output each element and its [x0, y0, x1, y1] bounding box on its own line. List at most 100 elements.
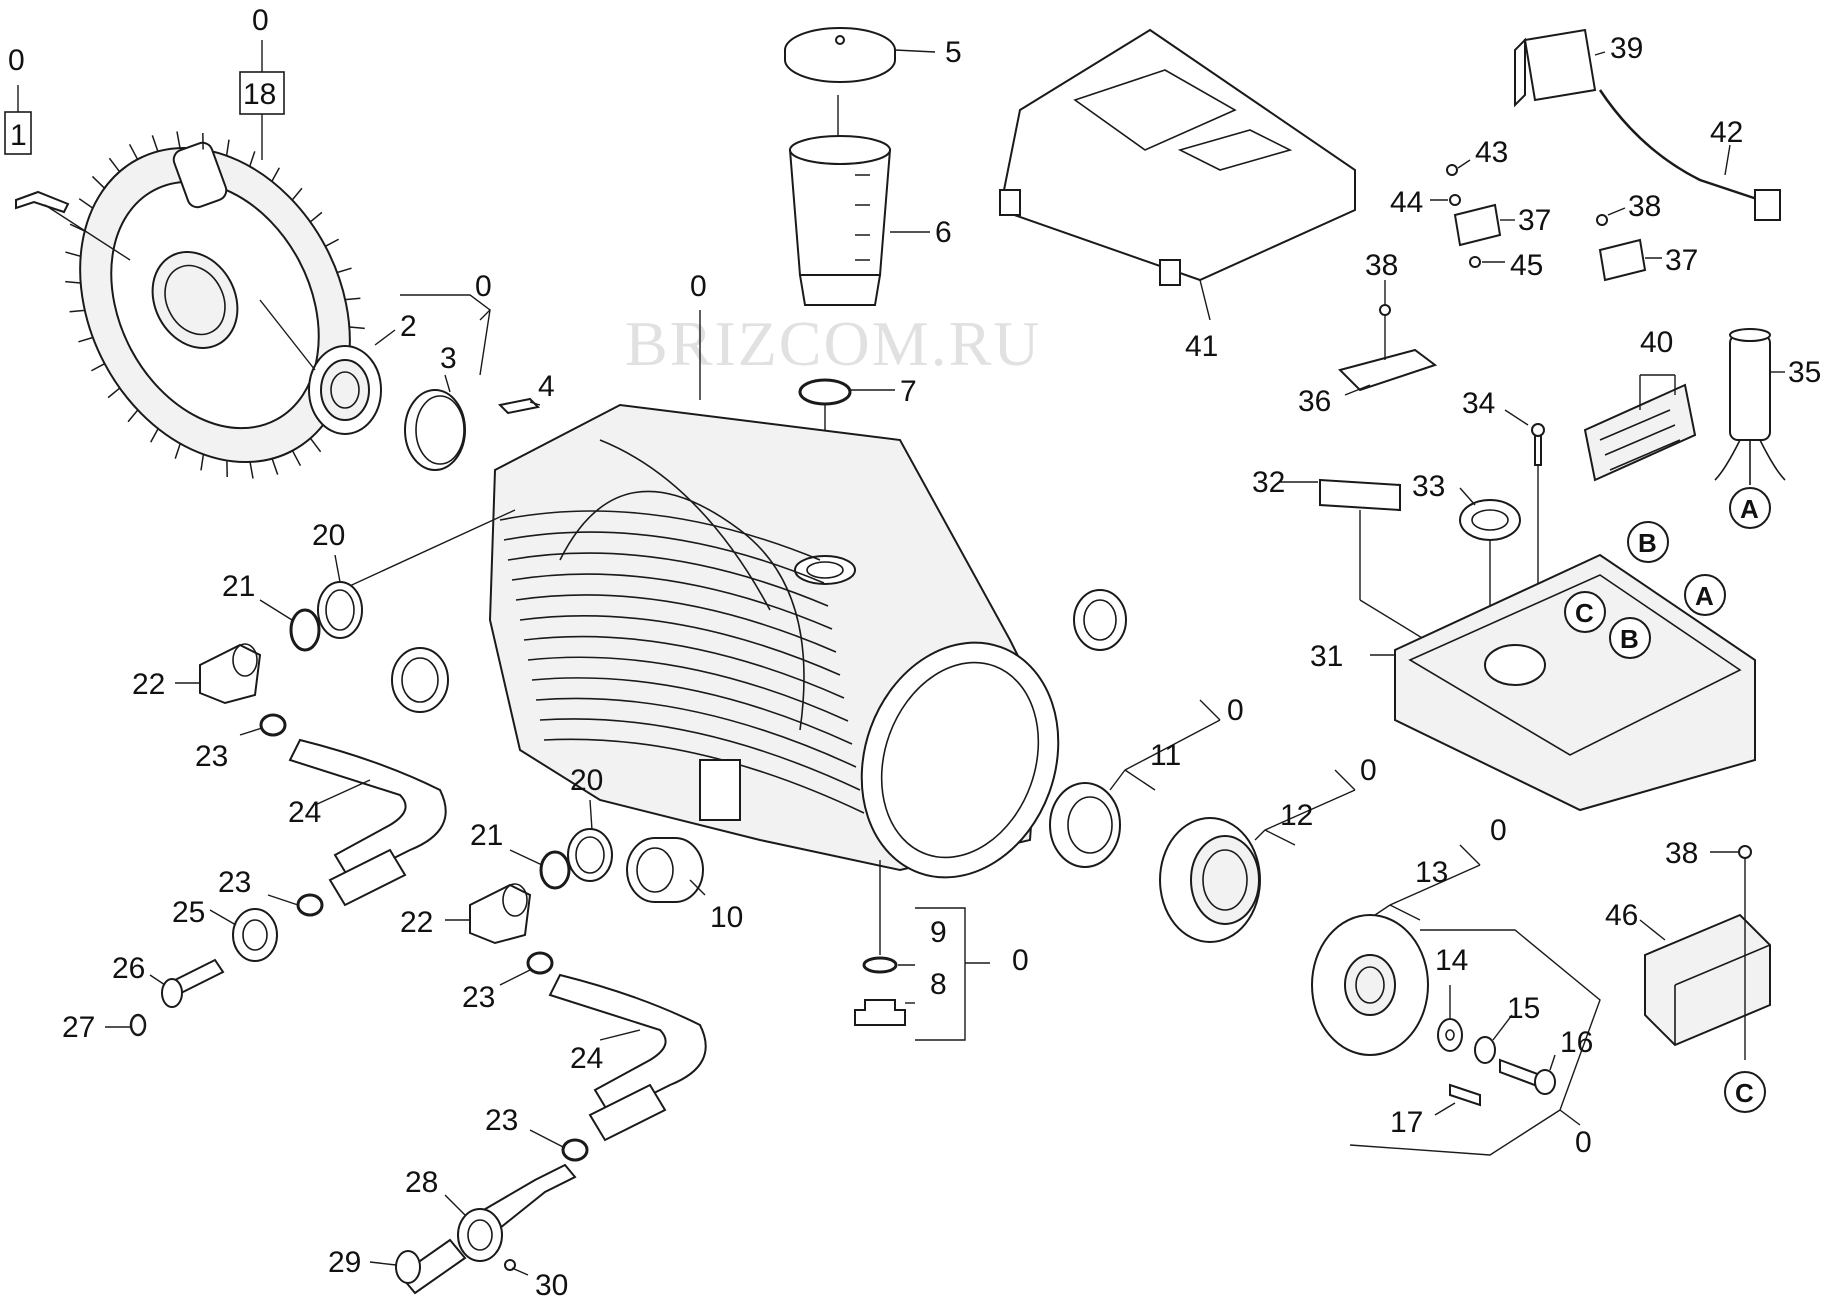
valve-insert-right	[1073, 589, 1127, 651]
callout-12: 12	[1280, 799, 1313, 832]
part-22-elbow-upper	[175, 643, 262, 705]
svg-text:B: B	[1638, 528, 1657, 558]
callout-38-c: 38	[1665, 837, 1698, 870]
part-37-clamp-b	[1598, 238, 1662, 282]
callout-5: 5	[945, 36, 962, 69]
callout-26: 26	[112, 952, 145, 985]
connector-a-box: A	[1684, 574, 1726, 616]
callout-16: 16	[1560, 1026, 1593, 1059]
part-33-grommet	[1459, 487, 1521, 630]
callout-22-upper: 22	[132, 668, 165, 701]
part-37-clamp-a	[1453, 203, 1515, 247]
callout-0-housing: 0	[690, 270, 707, 303]
callout-31: 31	[1310, 640, 1343, 673]
callout-20-lower: 20	[570, 764, 603, 797]
part-2-bearing	[259, 299, 396, 435]
part-13-pulley	[1311, 904, 1429, 1056]
part-15-lock-washer	[1474, 1014, 1513, 1064]
callout-40: 40	[1640, 326, 1673, 359]
part-38-screw-c	[1710, 845, 1752, 1020]
callout-20-upper: 20	[312, 519, 345, 552]
connector-b-box: B	[1609, 617, 1651, 659]
part-28-fitting	[444, 1163, 577, 1262]
part-22-elbow-lower	[445, 883, 532, 945]
svg-text:B: B	[1620, 624, 1639, 654]
callout-0-screw: 0	[8, 44, 25, 77]
callout-17: 17	[1390, 1106, 1423, 1139]
valve-insert-left	[391, 647, 449, 713]
svg-text:C: C	[1575, 598, 1594, 628]
callout-0-bolt-group: 0	[1575, 1126, 1592, 1159]
callout-32: 32	[1252, 466, 1285, 499]
part-25-nut	[209, 908, 278, 962]
connector-b-board: B	[1627, 521, 1669, 563]
callout-10: 10	[710, 901, 743, 934]
part-5-cap	[784, 27, 936, 83]
callout-45: 45	[1510, 249, 1543, 282]
callout-34: 34	[1462, 387, 1495, 420]
callout-21-upper: 21	[222, 570, 255, 603]
callout-3: 3	[440, 342, 457, 375]
part-14-washer	[1437, 985, 1463, 1052]
part-40-circuit-board	[1583, 374, 1697, 482]
callout-18: 18	[243, 78, 276, 111]
callout-2: 2	[400, 310, 417, 343]
callout-28: 28	[405, 1166, 438, 1199]
part-26-nipple	[149, 958, 225, 1008]
callout-8: 8	[930, 968, 947, 1001]
part-45-nut	[1469, 256, 1505, 268]
part-20-sleeve-lower	[567, 799, 613, 882]
callout-15: 15	[1507, 992, 1540, 1025]
callout-0-bearing12-group: 0	[1360, 754, 1377, 787]
part-12-bearing	[1159, 817, 1266, 943]
callout-11: 11	[1150, 739, 1181, 772]
part-23-clamp-left	[267, 893, 324, 917]
part-20-sleeve-upper	[317, 554, 363, 639]
part-17-key	[1434, 1083, 1481, 1116]
callout-0-bearing-group: 0	[475, 270, 492, 303]
part-10-valve	[626, 837, 706, 903]
callout-36: 36	[1298, 385, 1331, 418]
part-23-clamp-bottom	[529, 1129, 589, 1162]
part-42-cable	[1598, 89, 1781, 221]
callout-23-upper: 23	[195, 740, 228, 773]
part-1-screw	[15, 190, 131, 261]
part-44-washer	[1430, 194, 1461, 206]
callout-38-a: 38	[1628, 190, 1661, 223]
callout-43: 43	[1475, 136, 1508, 169]
callout-41: 41	[1185, 330, 1218, 363]
callout-38-b: 38	[1365, 249, 1398, 282]
part-23-clamp-upper	[239, 713, 287, 737]
callout-27: 27	[62, 1011, 95, 1044]
callout-35: 35	[1788, 356, 1821, 389]
part-4-key	[497, 397, 541, 415]
callout-0-flange: 0	[252, 4, 269, 37]
callout-22-lower: 22	[400, 906, 433, 939]
connector-a-capacitor: A	[1729, 487, 1771, 529]
callout-6: 6	[935, 216, 952, 249]
callout-0-pulley-group: 0	[1490, 814, 1507, 847]
part-39-terminal-block	[1514, 28, 1606, 108]
callout-4: 4	[538, 370, 555, 403]
callout-9: 9	[930, 916, 947, 949]
part-32-terminal-strip	[1280, 478, 1451, 656]
part-24-hose-upper	[288, 738, 447, 907]
callout-33: 33	[1412, 470, 1445, 503]
part-29-filter	[369, 1238, 467, 1295]
pump-housing	[488, 403, 1060, 879]
svg-text:A: A	[1695, 581, 1714, 611]
part-31-switch-box	[1370, 553, 1756, 812]
part-41-cover	[998, 28, 1356, 321]
part-36-cable-clamp	[1338, 280, 1438, 396]
callout-21-lower: 21	[470, 819, 503, 852]
part-23-clamp-lower	[499, 951, 554, 986]
part-30-screw	[504, 1259, 529, 1276]
callout-7: 7	[900, 375, 917, 408]
box-label-1	[4, 111, 32, 155]
callout-37-b: 37	[1665, 244, 1698, 277]
watermark-top: BRIZCOM.RU	[625, 308, 1042, 379]
callout-37-a: 37	[1518, 204, 1551, 237]
part-16-bolt	[1499, 1054, 1556, 1095]
svg-text:C: C	[1735, 1078, 1754, 1108]
